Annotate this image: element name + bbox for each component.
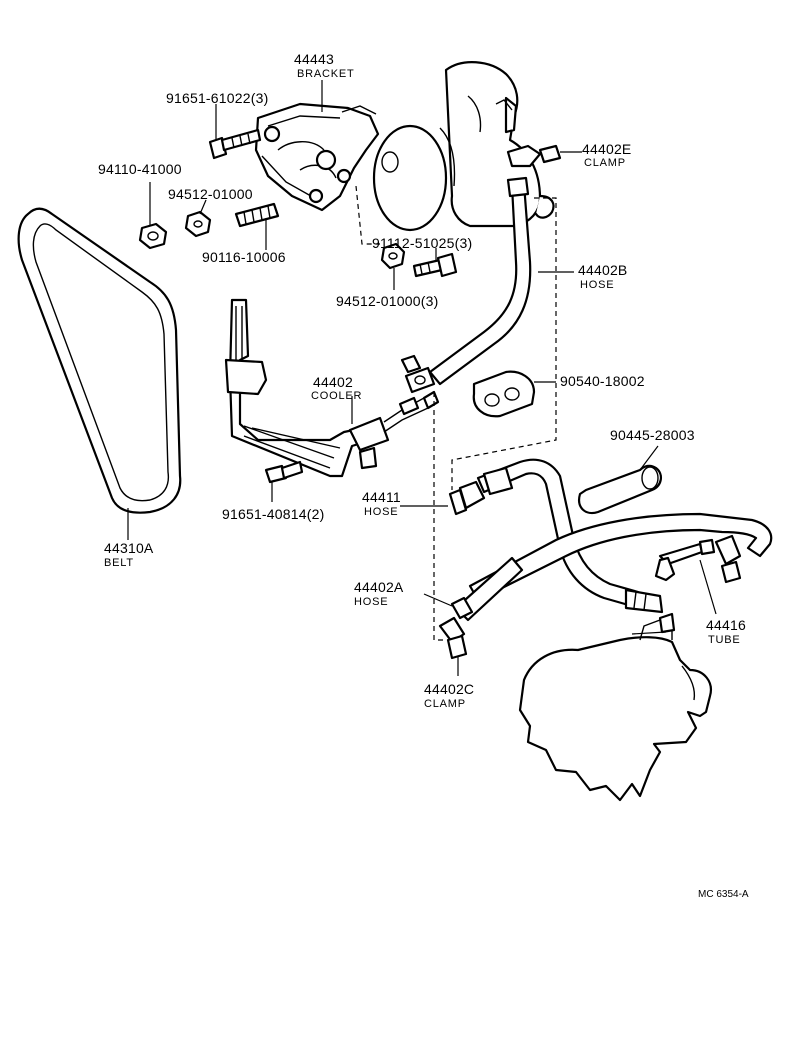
hose-a [450,556,524,622]
tube-44416 [654,534,742,584]
clamp-c-part-number: 44402C [424,681,475,697]
protective-sleeve [578,464,662,515]
hose-b-dashed-guide [451,197,557,490]
steering-gear-housing [518,612,712,802]
hose-44411-part-name: HOSE [364,506,399,518]
return-tube [468,512,773,602]
nut-94512-3 [380,242,406,270]
pump-bolt-91112 [412,252,458,278]
belt-part-name: BELT [104,557,134,569]
hose-a-part-name: HOSE [354,596,389,608]
grommet [472,370,536,418]
stud-part-number: 90116-10006 [202,249,286,265]
bracket-part-name: BRACKET [297,68,355,80]
nut-94512 [184,210,212,238]
bracket-bolt [208,128,262,160]
bracket-part-number: 44443 [294,51,334,67]
tube-part-number: 44416 [706,617,746,633]
return-hose-44411 [448,458,664,614]
cooler-part-name: COOLER [311,390,363,402]
pressure-hose-b [428,176,532,386]
clamp-e-part-name: CLAMP [584,157,626,169]
nut-94512-3-part-number: 94512-01000(3) [336,293,439,309]
clamp-e-part-number: 44402E [582,141,632,157]
bracket-dashed-guide [355,185,380,245]
sleeve-leader [639,445,659,471]
cooler-bolt [264,460,304,484]
belt-part-number: 44310A [104,540,154,556]
bolt-91112-part-number: 91112-51025(3) [372,235,473,251]
bracket-bolt-part-number: 91651-61022(3) [166,90,269,106]
nut-94512-leader [199,199,207,215]
clamp-c-part-name: CLAMP [424,698,466,710]
nut-94110 [138,222,168,250]
hose-b-part-name: HOSE [580,279,615,291]
cooler-bolt-part-number: 91651-40814(2) [222,506,325,522]
hose-a-leader [423,593,453,607]
cooler-part-number: 44402 [313,374,353,390]
tube-leader [699,559,717,615]
nut-94110-part-number: 94110-41000 [98,161,182,177]
stud-90116 [234,202,280,228]
gear-port-line [631,631,667,635]
nut-94512-part-number: 94512-01000 [168,186,253,202]
bracket [254,102,380,212]
grommet-part-number: 90540-18002 [560,373,645,389]
hose-a-part-number: 44402A [354,579,404,595]
hose-b-part-number: 44402B [578,262,628,278]
sleeve-part-number: 90445-28003 [610,427,695,443]
clamp-e [506,144,562,168]
hose-44411-part-number: 44411 [362,489,401,505]
oil-cooler [224,298,440,478]
diagram-reference-code: MC 6354-A [698,889,749,900]
hose-clamp-upper [400,354,436,394]
tube-part-name: TUBE [708,634,741,646]
clamp-c [438,616,468,660]
drive-belt [17,207,182,514]
cooler-dashed-guide [433,392,444,641]
